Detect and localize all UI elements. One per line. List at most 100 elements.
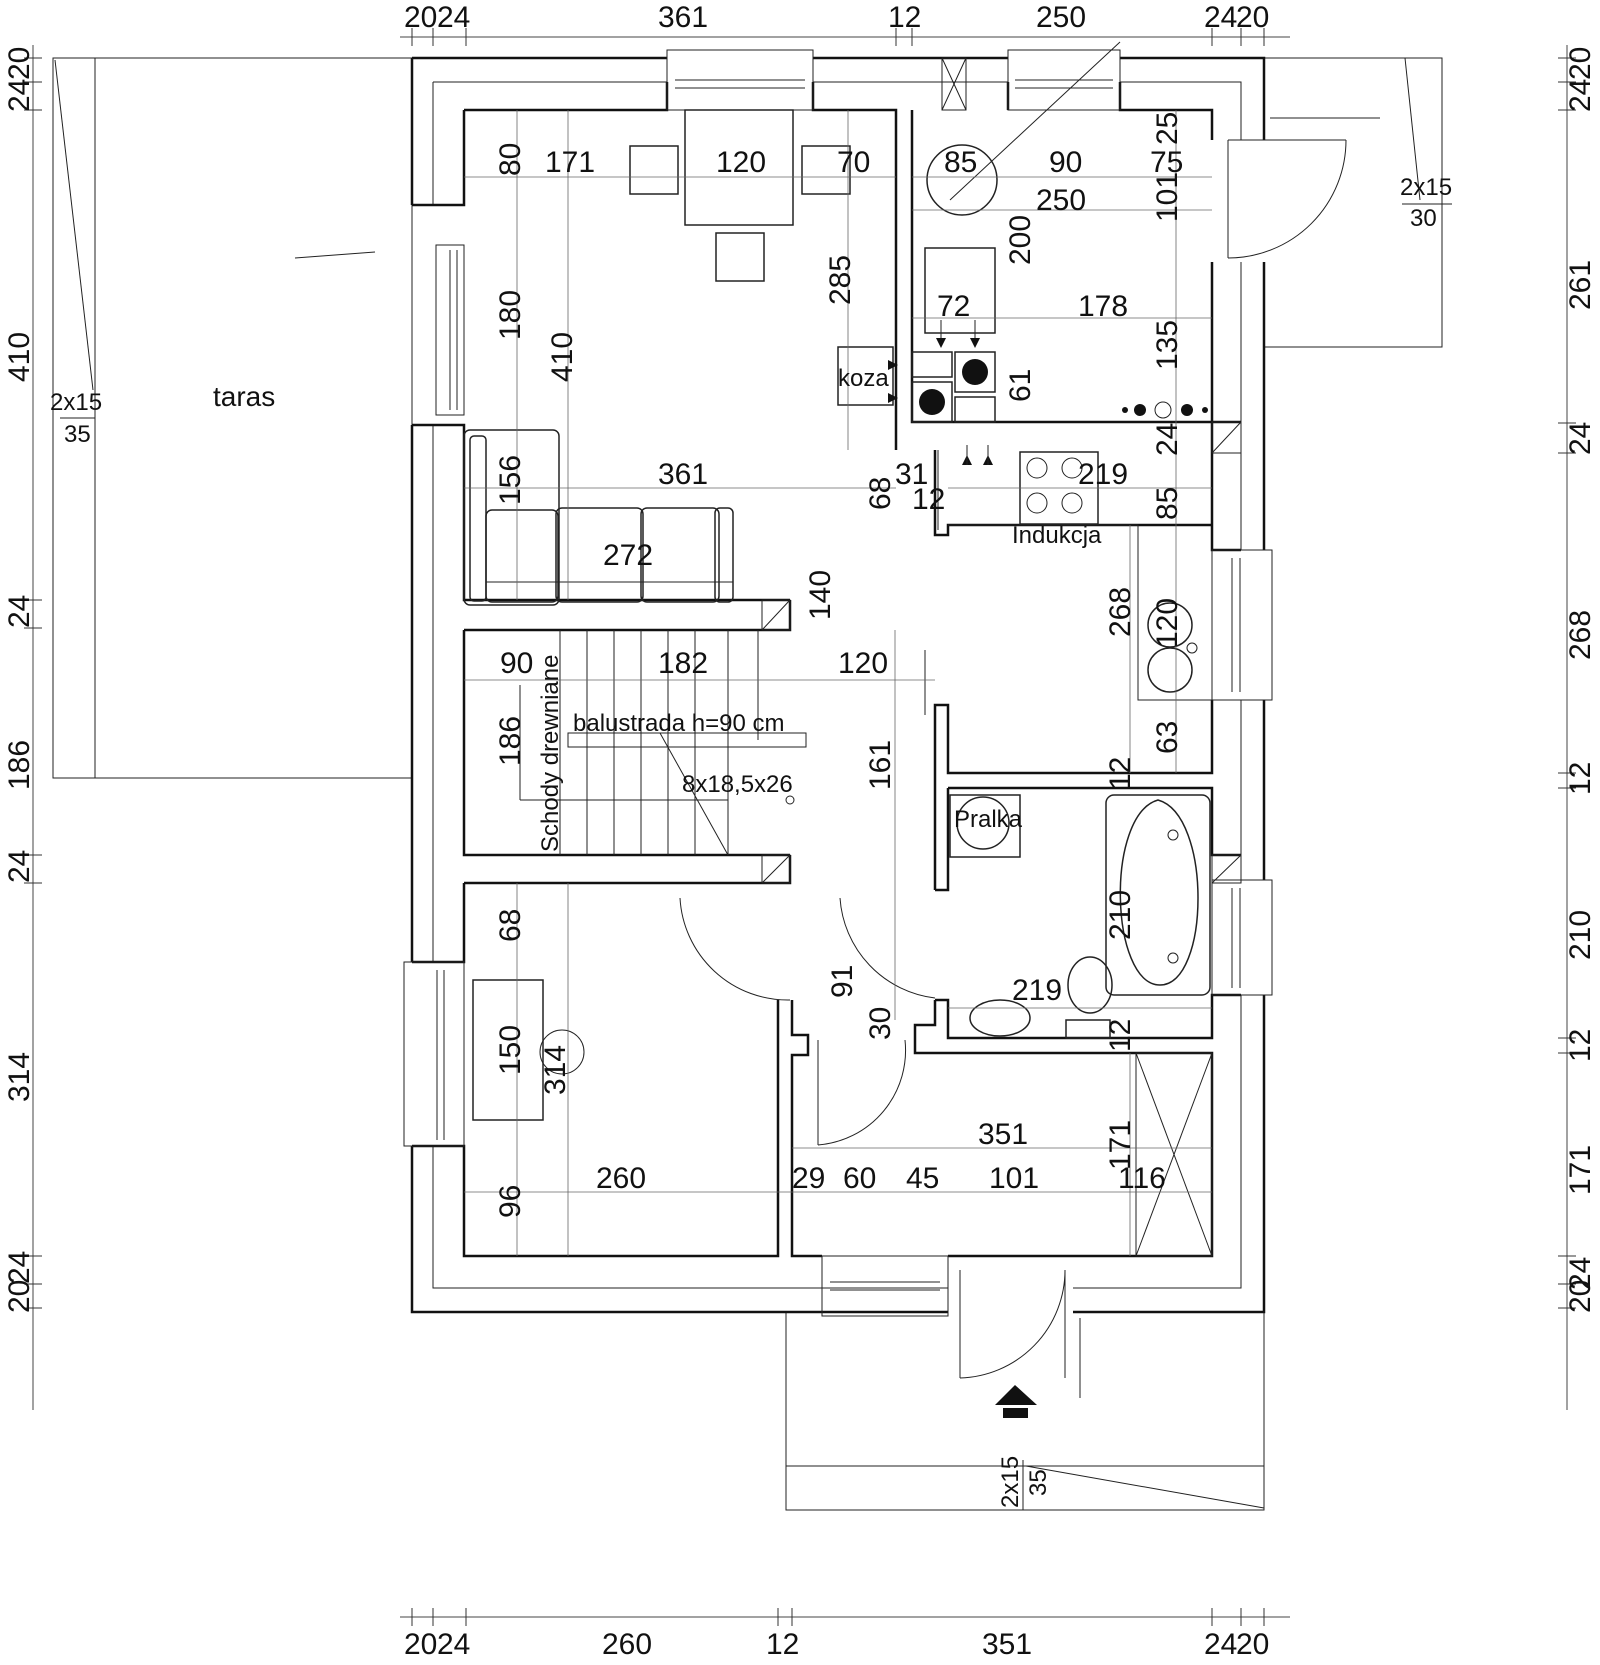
- stove: [837, 346, 894, 406]
- dim-left-0: 20: [3, 47, 36, 80]
- dim-bottom-5: 24: [1204, 1628, 1237, 1661]
- dim-178: 178: [1078, 290, 1128, 323]
- dim-219b: 219: [1012, 974, 1062, 1007]
- dim-75: 75: [1150, 146, 1183, 179]
- dim-68: 68: [864, 477, 897, 510]
- terrace: taras 2x15 35: [50, 57, 413, 779]
- dim-150: 150: [494, 1025, 527, 1075]
- dim-186: 186: [494, 716, 527, 766]
- dim-12c: 12: [1104, 1019, 1137, 1052]
- dining-table: [684, 109, 794, 226]
- round-table: [926, 144, 998, 216]
- dim-right-10: 20: [1564, 1280, 1597, 1313]
- toilet: [1065, 956, 1113, 1039]
- dim-left-5: 24: [3, 850, 36, 883]
- dim-210: 210: [1104, 890, 1137, 940]
- terrace-steps-label: 2x15: [50, 389, 102, 416]
- dim-right-0: 20: [1564, 47, 1597, 80]
- labels: koza Indukcja Schody drewniane balustrad…: [537, 365, 1102, 852]
- windows: [403, 49, 1273, 1317]
- stove-label: koza: [838, 365, 889, 392]
- dim-left-1: 24: [3, 79, 36, 112]
- washbasin: [969, 999, 1031, 1037]
- kitchen-table: [924, 247, 996, 334]
- dim-68b: 68: [494, 909, 527, 942]
- dim-90b: 90: [500, 647, 533, 680]
- kitchen-sink: [1147, 602, 1198, 693]
- terrace-steps-depth: 35: [64, 421, 91, 448]
- bottom-dimensions: 20 24 260 12 351 24 20: [404, 1628, 1269, 1661]
- dim-80: 80: [494, 143, 527, 176]
- front-steps-label: 2x15: [997, 1456, 1024, 1508]
- furniture: [463, 41, 1213, 1257]
- bathtub: [1105, 794, 1211, 996]
- dim-116: 116: [1118, 1162, 1166, 1195]
- dim-right-2: 261: [1564, 260, 1597, 310]
- dim-140: 140: [804, 570, 837, 620]
- dim-top-6: 20: [1236, 1, 1269, 34]
- dim-right-4: 268: [1564, 610, 1597, 660]
- side-steps-depth: 30: [1410, 205, 1437, 232]
- dim-bottom-6: 20: [1236, 1628, 1269, 1661]
- dim-314: 314: [539, 1045, 572, 1095]
- dim-60: 60: [843, 1162, 876, 1195]
- dim-top-2: 361: [658, 1, 708, 34]
- stairs-spec-label: 8x18,5x26: [682, 771, 793, 798]
- dim-101b: 101: [989, 1162, 1039, 1195]
- dim-31: 31: [895, 458, 928, 491]
- dim-285: 285: [824, 255, 857, 305]
- dim-272: 272: [603, 539, 653, 572]
- side-steps-label: 2x15: [1400, 174, 1452, 201]
- dim-right-5: 12: [1564, 762, 1597, 795]
- internal-dimensions: 80 171 120 70 85 90 75 25 250 101 200 72…: [494, 112, 1184, 1218]
- dim-96: 96: [494, 1185, 527, 1218]
- dim-63: 63: [1151, 721, 1184, 754]
- dim-top-1: 24: [437, 1, 470, 34]
- doors: [679, 139, 1347, 1398]
- dim-bottom-0: 20: [404, 1628, 437, 1661]
- dim-bottom-4: 351: [982, 1628, 1032, 1661]
- dim-top-3: 12: [888, 1, 921, 34]
- front-entrance-steps: 2x15 35: [785, 1312, 1265, 1511]
- dim-bottom-2: 260: [602, 1628, 652, 1661]
- dim-29: 29: [792, 1162, 825, 1195]
- dim-left-4: 186: [3, 740, 36, 790]
- dim-right-1: 24: [1564, 79, 1597, 112]
- dim-30: 30: [864, 1007, 897, 1040]
- dim-12: 12: [912, 483, 945, 516]
- stairs-label: Schody drewniane: [537, 655, 564, 852]
- washing-machine-label: Pralka: [954, 806, 1023, 833]
- dim-25: 25: [1151, 112, 1184, 145]
- dim-182: 182: [658, 647, 708, 680]
- dim-left-2: 410: [3, 332, 36, 382]
- dim-70: 70: [837, 146, 870, 179]
- dim-120b: 120: [1151, 598, 1184, 648]
- gas-symbols: [1122, 401, 1208, 419]
- dim-left-6: 314: [3, 1052, 36, 1102]
- dim-85b: 85: [1151, 487, 1184, 520]
- dim-156: 156: [494, 455, 527, 505]
- top-dimensions: 20 24 361 12 250 24 20: [404, 1, 1269, 34]
- front-steps-depth: 35: [1025, 1469, 1052, 1496]
- dim-171b: 171: [1104, 1120, 1137, 1170]
- dim-135: 135: [1151, 320, 1184, 370]
- dim-101: 101: [1151, 172, 1184, 222]
- dim-361: 361: [658, 458, 708, 491]
- railing-label: balustrada h=90 cm: [573, 710, 784, 737]
- dim-top-5: 24: [1204, 1, 1237, 34]
- dim-200: 200: [1004, 215, 1037, 265]
- dim-90: 90: [1049, 146, 1082, 179]
- dim-left-3: 24: [3, 595, 36, 628]
- dim-right-9: 24: [1564, 1257, 1597, 1290]
- dim-91: 91: [826, 965, 859, 998]
- outer-dimension-lines: [24, 28, 1576, 1626]
- terrace-label: taras: [213, 381, 275, 412]
- dim-85: 85: [944, 146, 977, 179]
- shower: [1135, 1052, 1213, 1257]
- dim-260: 260: [596, 1162, 646, 1195]
- dim-219: 219: [1078, 458, 1128, 491]
- dim-bottom-3: 12: [766, 1628, 799, 1661]
- dim-268: 268: [1104, 587, 1137, 637]
- dim-top-0: 20: [404, 1, 437, 34]
